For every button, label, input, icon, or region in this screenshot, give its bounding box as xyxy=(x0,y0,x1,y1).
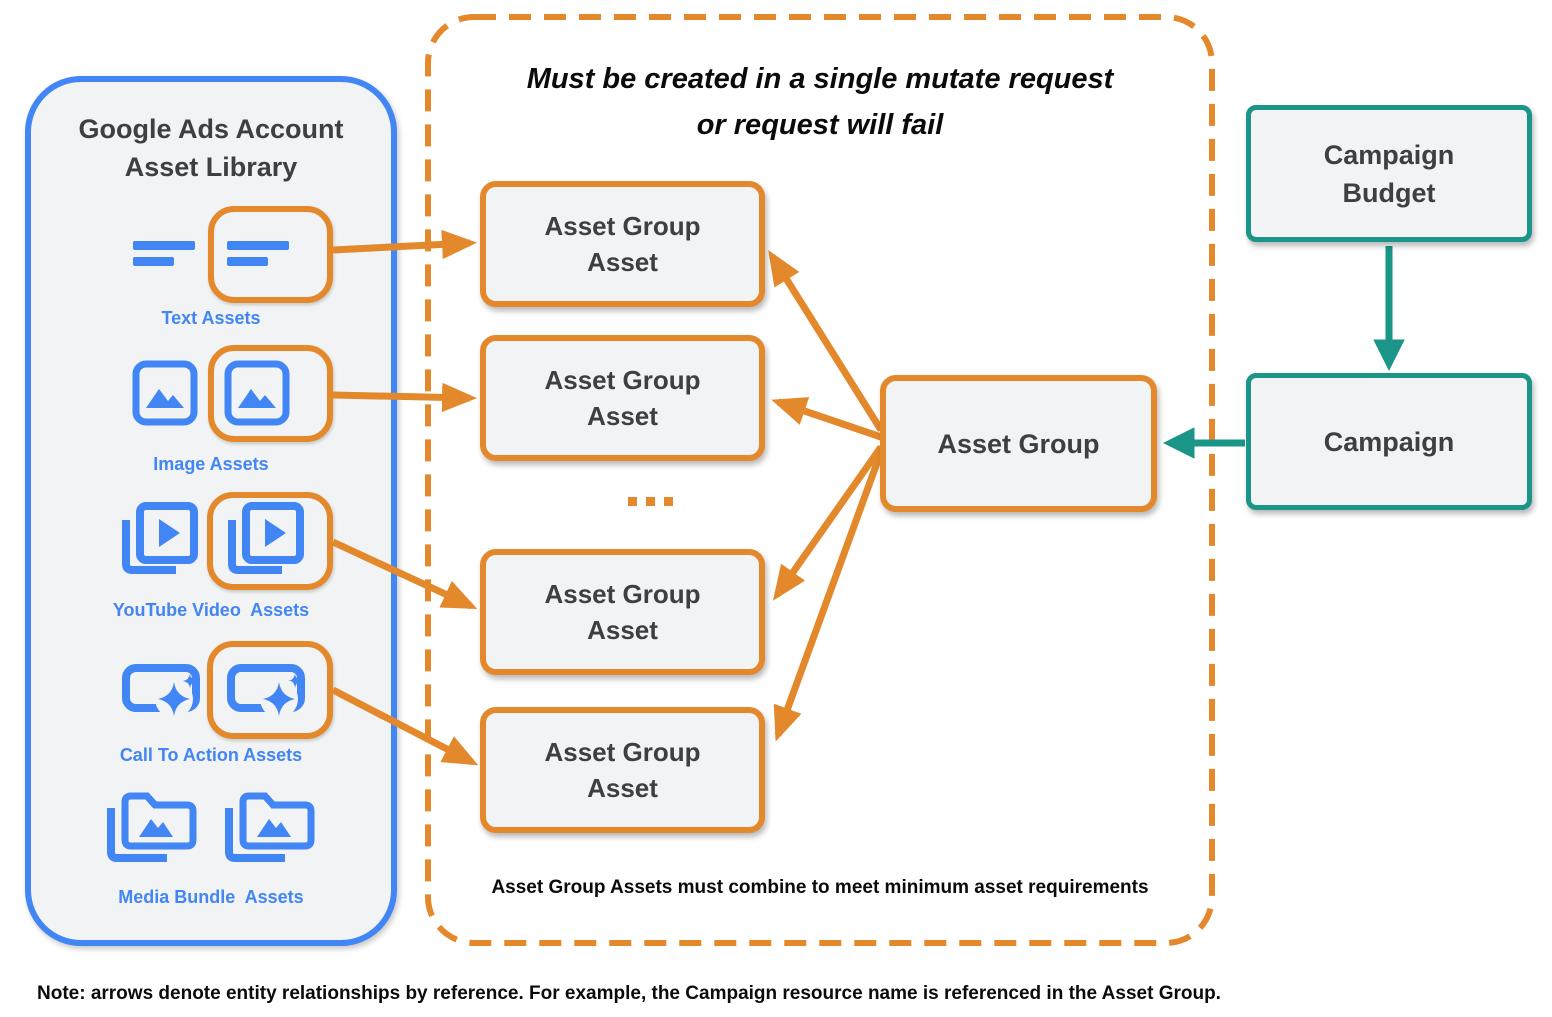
campaign-budget-box: Campaign Budget xyxy=(1246,105,1532,242)
mutate-panel-footnote: Asset Group Assets must combine to meet … xyxy=(491,877,1149,898)
image-icon xyxy=(224,360,290,426)
cta-asset-highlight-box xyxy=(207,641,333,739)
youtube-video-assets-label: YouTube Video Assets xyxy=(112,600,310,620)
asset-group-box: Asset Group xyxy=(880,375,1157,512)
image-icon xyxy=(132,360,198,426)
media-bundle-folder-icon xyxy=(107,792,197,862)
media-bundle-assets-label: Media Bundle Assets xyxy=(118,887,304,907)
image-assets-label: Image Assets xyxy=(153,454,269,474)
campaign-box: Campaign xyxy=(1246,373,1532,510)
mutate-panel-title-line2: or request will fail xyxy=(696,109,944,141)
ellipsis xyxy=(628,497,673,506)
asset-group-asset-box-4: Asset Group Asset xyxy=(480,707,765,833)
mutate-panel-title: Must be created in a single mutate reque… xyxy=(428,56,1212,148)
ellipsis-dot xyxy=(628,497,637,506)
text-asset-highlight-box xyxy=(208,206,333,303)
ellipsis-dot xyxy=(664,497,673,506)
cta-sparkle-icon xyxy=(227,664,305,718)
asset-group-arrow-1 xyxy=(768,250,884,432)
asset-group-asset-box-2: Asset Group Asset xyxy=(480,335,765,461)
cta-sparkle-icon xyxy=(122,664,200,718)
mutate-panel-title-line1: Must be created in a single mutate reque… xyxy=(526,63,1114,95)
media-bundle-folder-icon xyxy=(225,792,315,862)
text-lines-icon xyxy=(227,241,289,266)
page-note: Note: arrows denote entity relationships… xyxy=(37,983,1221,1004)
asset-library-title: Google Ads Account Asset Library xyxy=(78,114,344,182)
ellipsis-dot xyxy=(646,497,655,506)
asset-group-arrow-3 xyxy=(772,444,884,601)
call-to-action-assets-label: Call To Action Assets xyxy=(119,745,303,765)
asset-group-arrow-4 xyxy=(773,450,885,742)
image-asset-highlight-box xyxy=(208,345,333,442)
video-asset-highlight-box xyxy=(207,492,333,590)
asset-group-asset-box-1: Asset Group Asset xyxy=(480,181,765,307)
video-play-icon xyxy=(122,502,198,574)
asset-group-arrow-2 xyxy=(771,397,883,441)
asset-group-asset-box-3: Asset Group Asset xyxy=(480,549,765,675)
text-lines-icon xyxy=(133,241,195,266)
text-assets-label: Text Assets xyxy=(161,308,261,328)
asset-group-to-asset-arrows xyxy=(768,250,885,742)
